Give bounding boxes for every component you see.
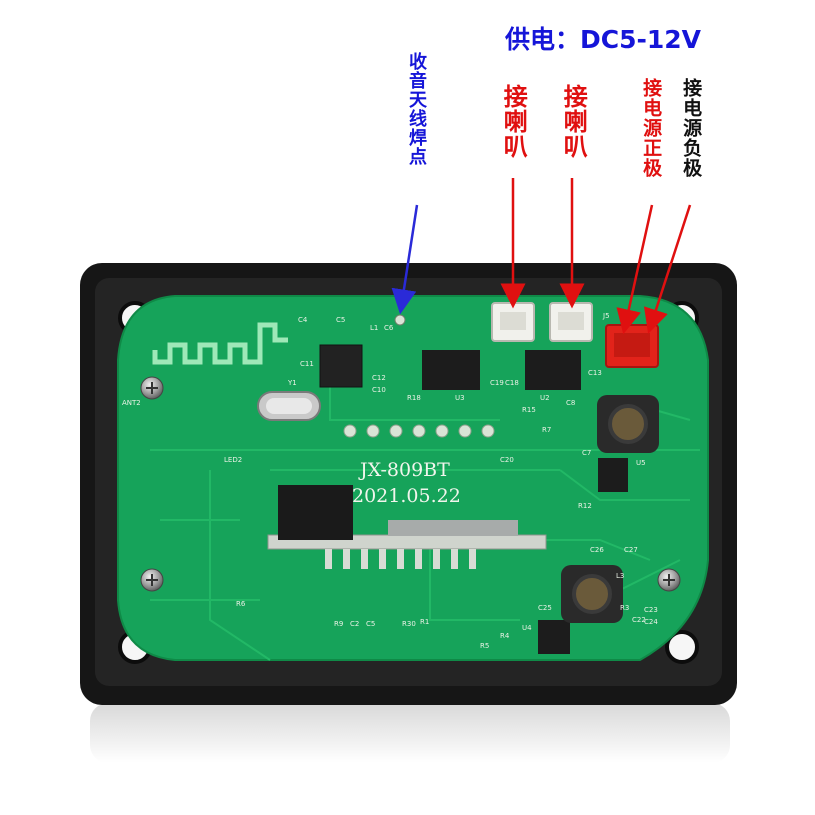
- silk-label: R30: [402, 620, 416, 628]
- speaker-connector-2-socket: [558, 312, 584, 330]
- speaker-1-callout: 接喇叭: [499, 84, 528, 159]
- card-slot: [388, 520, 518, 536]
- silk-label: C19: [490, 379, 504, 387]
- antenna-solder-pad: [394, 314, 406, 326]
- power-negative-arrow: [643, 204, 692, 334]
- antenna-callout: 收音天线焊点: [405, 52, 427, 166]
- silk-label: C18: [505, 379, 519, 387]
- silk-label: U4: [522, 624, 532, 632]
- silk-label: U2: [540, 394, 550, 402]
- silk-label: C26: [590, 546, 604, 554]
- silk-label: C2: [350, 620, 359, 628]
- silk-label: C6: [384, 324, 394, 332]
- silk-label: C5: [366, 620, 375, 628]
- silk-label: C4: [298, 316, 308, 324]
- silk-label: C23: [644, 606, 658, 614]
- silk-label: C5: [336, 316, 345, 324]
- silk-label: C12: [372, 374, 386, 382]
- power-positive-arrow: [616, 204, 654, 335]
- silk-label: C27: [624, 546, 638, 554]
- silk-label: C22: [632, 616, 646, 624]
- silk-label: C20: [500, 456, 514, 464]
- silk-label: C13: [588, 369, 602, 377]
- silk-label: R18: [407, 394, 421, 402]
- silk-label: R6: [236, 600, 246, 608]
- silk-label: R12: [578, 502, 592, 510]
- chip-u4: [538, 620, 570, 654]
- pin-pads-row: [343, 424, 495, 438]
- power-connector-socket: [614, 333, 650, 357]
- silk-label: C8: [566, 399, 575, 407]
- silk-label: R9: [334, 620, 343, 628]
- silk-label: U5: [636, 459, 646, 467]
- silk-label: C25: [538, 604, 552, 612]
- chip-u2: [525, 350, 581, 390]
- board-date-text: 2021.05.22: [352, 485, 461, 507]
- inductor-l3-coil: [572, 574, 612, 614]
- screw-top-left-slot: [146, 382, 158, 394]
- silk-label: R1: [420, 618, 429, 626]
- frame-reflection: [90, 703, 730, 763]
- power-positive-callout: 接电源正极: [640, 78, 663, 178]
- speaker-connector-1-socket: [500, 312, 526, 330]
- chip-u3: [422, 350, 480, 390]
- silk-label: C24: [644, 618, 658, 626]
- silk-label: L3: [616, 572, 624, 580]
- silk-label: R15: [522, 406, 536, 414]
- silk-label: L1: [370, 324, 378, 332]
- crystal-highlight: [266, 398, 312, 414]
- silk-label: C7: [582, 449, 591, 457]
- display-pins: [325, 549, 476, 569]
- silk-label: R4: [500, 632, 510, 640]
- mounting-hole-bottom-right: [665, 630, 699, 664]
- silk-label: R3: [620, 604, 629, 612]
- silk-label: C10: [372, 386, 386, 394]
- speaker-2-callout: 接喇叭: [559, 84, 588, 159]
- antenna-arrow: [391, 204, 419, 315]
- chip-u5: [598, 458, 628, 492]
- screw-bottom-right-slot: [663, 574, 675, 586]
- silk-label: U3: [455, 394, 465, 402]
- ir-receiver-window: [278, 485, 353, 540]
- inductor-l2-coil: [608, 404, 648, 444]
- screw-bottom-left-slot: [146, 574, 158, 586]
- pcb-antenna-trace: [152, 322, 288, 365]
- board-model-text: JX-809BT: [358, 459, 450, 481]
- power-supply-label: 供电：DC5-12V: [505, 25, 702, 54]
- silk-label: R5: [480, 642, 489, 650]
- bluetooth-chip: [319, 344, 363, 388]
- silk-label: Y1: [287, 379, 297, 387]
- silk-label: J5: [602, 312, 610, 320]
- pcb-traces: [150, 380, 700, 661]
- silk-label: R7: [542, 426, 551, 434]
- power-negative-callout: 接电源负极: [680, 78, 703, 178]
- silk-label: ANT2: [122, 399, 141, 407]
- silk-label: LED2: [224, 456, 242, 464]
- silk-label: C11: [300, 360, 314, 368]
